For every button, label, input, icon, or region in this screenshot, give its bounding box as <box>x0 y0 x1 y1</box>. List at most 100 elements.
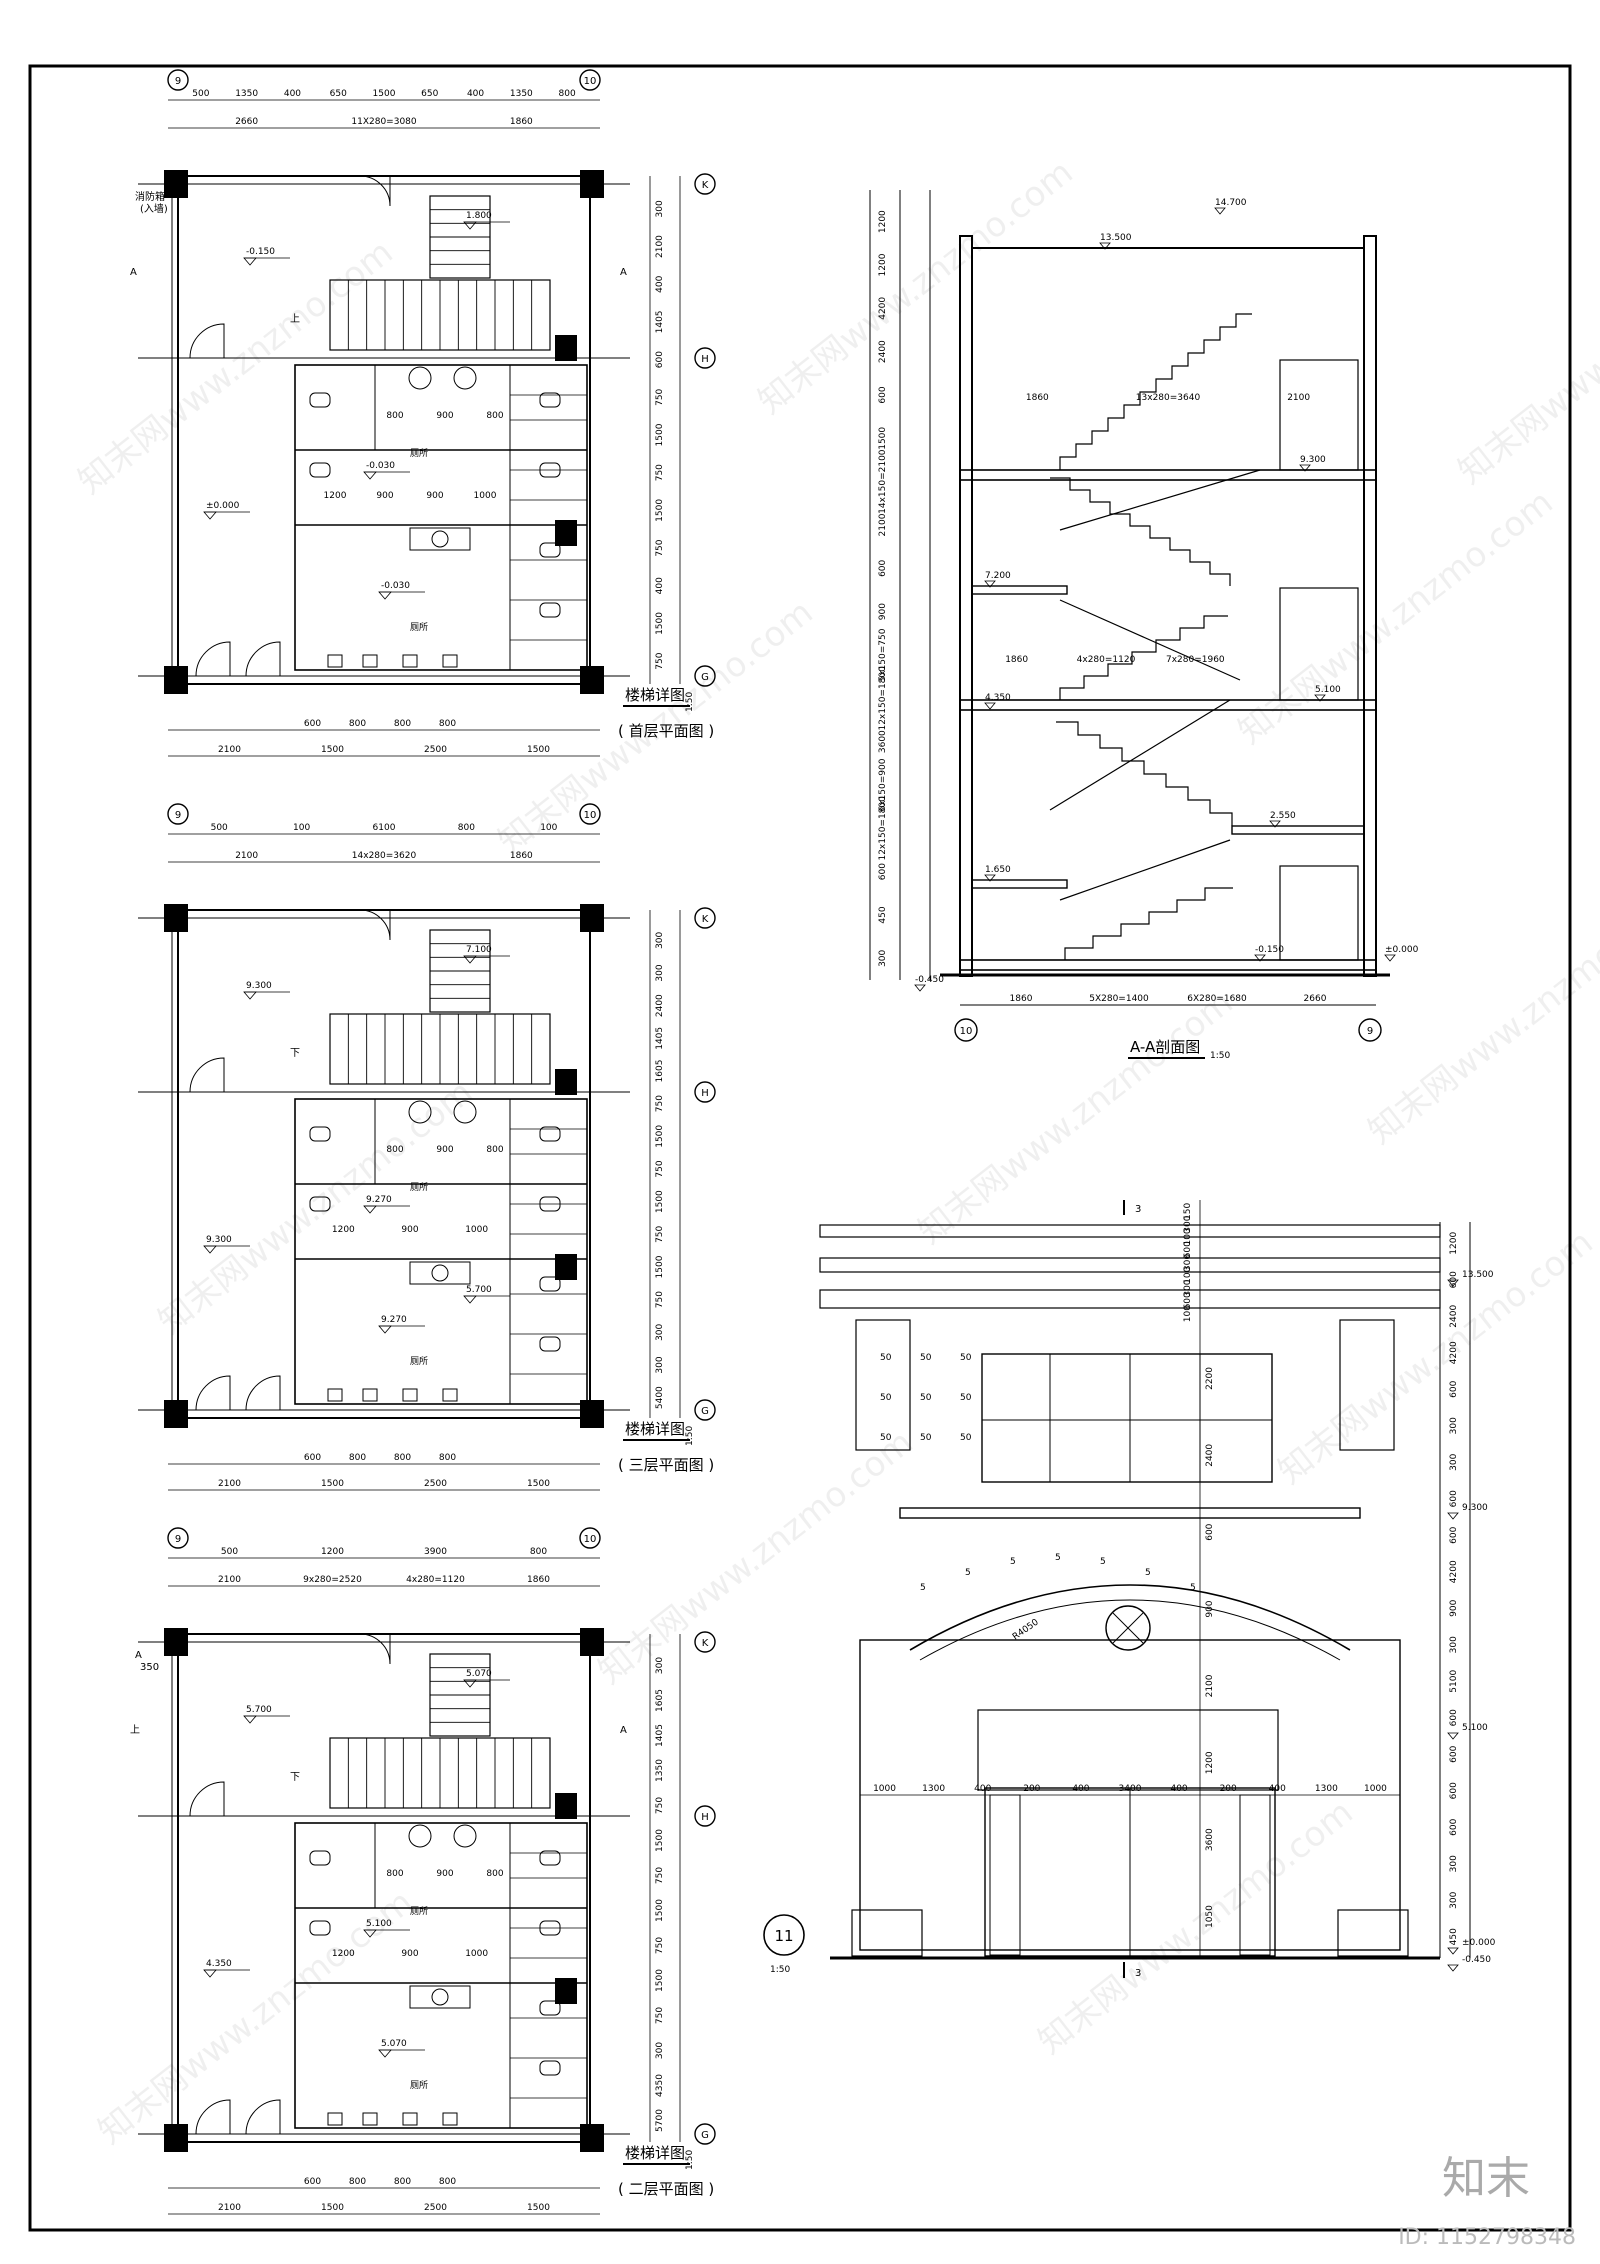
level-marker <box>363 1205 377 1214</box>
dim-text: 750 <box>655 1291 665 1308</box>
dim-text: 6100 <box>373 823 396 833</box>
urinal <box>402 654 418 668</box>
dim-text: 5700 <box>655 2109 665 2132</box>
door-swing <box>245 1375 281 1411</box>
dim-text: 1300 <box>922 1784 945 1794</box>
plan-subtitle: ( 三层平面图 ) <box>618 1456 714 1474</box>
urinal <box>402 1388 418 1402</box>
dim-text: 1000 <box>1364 1784 1387 1794</box>
dim-text: 6X280=1680 <box>1187 994 1247 1004</box>
axis-label: 10 <box>584 76 597 87</box>
urinal <box>442 2112 458 2126</box>
dim-text: 1605 <box>655 1060 665 1083</box>
dim-text: 1405 <box>655 310 665 333</box>
arc-dim: 5 <box>965 1568 971 1578</box>
dim-text: 300 <box>655 1323 665 1340</box>
level-text: 9.270 <box>366 1195 392 1205</box>
dim-text: 50 <box>880 1393 892 1403</box>
elevation-number-bubble <box>763 1914 805 1956</box>
note-text: A <box>620 267 627 278</box>
structural-column <box>555 1978 577 2004</box>
level-marker <box>1447 1964 1459 1972</box>
row-label: H <box>701 354 709 365</box>
dim-text: 50 <box>880 1433 892 1443</box>
dim-text: 1000 <box>465 1225 488 1235</box>
dim-text: 800 <box>559 89 576 99</box>
level-marker <box>984 874 996 882</box>
level-text: ±0.000 <box>1462 1938 1496 1948</box>
level-marker <box>984 580 996 588</box>
dim-text: 750 <box>655 2007 665 2024</box>
level-marker <box>378 2049 392 2058</box>
row-bubble <box>694 2123 716 2145</box>
dim-text: 100 <box>1183 1305 1193 1322</box>
axis-label: 9 <box>1367 1026 1373 1037</box>
dim-text: 800 <box>486 1145 503 1155</box>
dim-text: 1860 <box>510 117 533 127</box>
dim-text: 1000 <box>474 491 497 501</box>
dim-text: 2400 <box>1449 1305 1459 1328</box>
axis-bubble <box>167 1527 189 1549</box>
dim-text: 800 <box>486 1869 503 1879</box>
dim-text: 300 <box>1449 1891 1459 1908</box>
level-text: -0.030 <box>366 461 395 471</box>
axis-label: 9 <box>175 76 181 87</box>
dim-text: 1350 <box>510 89 533 99</box>
elevation-number: 11 <box>774 1927 793 1945</box>
level-marker <box>378 591 392 600</box>
dim-text: 400 <box>1170 1784 1187 1794</box>
level-text: 5.700 <box>246 1705 272 1715</box>
row-bubble <box>694 665 716 687</box>
dim-text: 400 <box>467 89 484 99</box>
note-text: 350 <box>140 1662 159 1673</box>
dim-text: 1200 <box>321 1547 344 1557</box>
dim-text: 900 <box>1449 1599 1459 1616</box>
section-title: A-A剖面图 <box>1130 1038 1200 1056</box>
dim-text: 9x280=2520 <box>303 1575 362 1585</box>
dim-text: 1200 <box>324 491 347 501</box>
door-swing <box>189 1057 225 1093</box>
dim-text: 400 <box>284 89 301 99</box>
room-label: 厕所 <box>410 622 428 633</box>
dim-text: 300 <box>1183 1215 1193 1232</box>
note-text: 上 <box>290 313 300 325</box>
level-text: -0.150 <box>1255 945 1284 955</box>
dim-text: 1860 <box>1026 393 1049 403</box>
dim-text: 300 <box>655 1657 665 1674</box>
dim-text: 600 <box>1205 1523 1215 1540</box>
sheet-border <box>28 64 1572 2232</box>
axis-label: 10 <box>584 1534 597 1545</box>
axis-bubble <box>579 1527 601 1549</box>
dim-text: 1500 <box>655 1899 665 1922</box>
arc-dim: 5 <box>1145 1568 1151 1578</box>
elevation-annotations: 13.5009.3005.100±0.000-0.450150300100600… <box>873 1200 1496 1979</box>
structural-column <box>555 1254 577 1280</box>
door-swing <box>359 1633 391 1665</box>
level-text: 13.500 <box>1100 233 1132 243</box>
dim-text: 1000 <box>873 1784 896 1794</box>
dim-text: 2100 <box>235 851 258 861</box>
structural-column <box>555 335 577 361</box>
dim-text: 14x150=2100 <box>878 449 888 514</box>
level-text: 2.550 <box>1270 811 1296 821</box>
dim-text: 14x280=3620 <box>352 851 417 861</box>
dim-text: 800 <box>386 411 403 421</box>
dim-text: 100 <box>293 823 310 833</box>
dim-text: 2100 <box>218 1575 241 1585</box>
dim-text: 3600 <box>1205 1828 1215 1851</box>
room-label: 厕所 <box>410 1182 428 1193</box>
axis-bubble <box>579 803 601 825</box>
dim-text: 2400 <box>878 340 888 363</box>
dim-text: 4200 <box>1449 1341 1459 1364</box>
dim-text: 1300 <box>1315 1784 1338 1794</box>
dim-text: 2500 <box>424 745 447 755</box>
dim-text: 13x280=3640 <box>1136 393 1201 403</box>
dim-text: 800 <box>439 1453 456 1463</box>
dim-text: 650 <box>330 89 347 99</box>
level-text: -0.030 <box>381 581 410 591</box>
toilet <box>539 1336 561 1352</box>
washbasin-counter <box>409 527 471 551</box>
dim-text: 1860 <box>1005 655 1028 665</box>
toilet <box>539 542 561 558</box>
